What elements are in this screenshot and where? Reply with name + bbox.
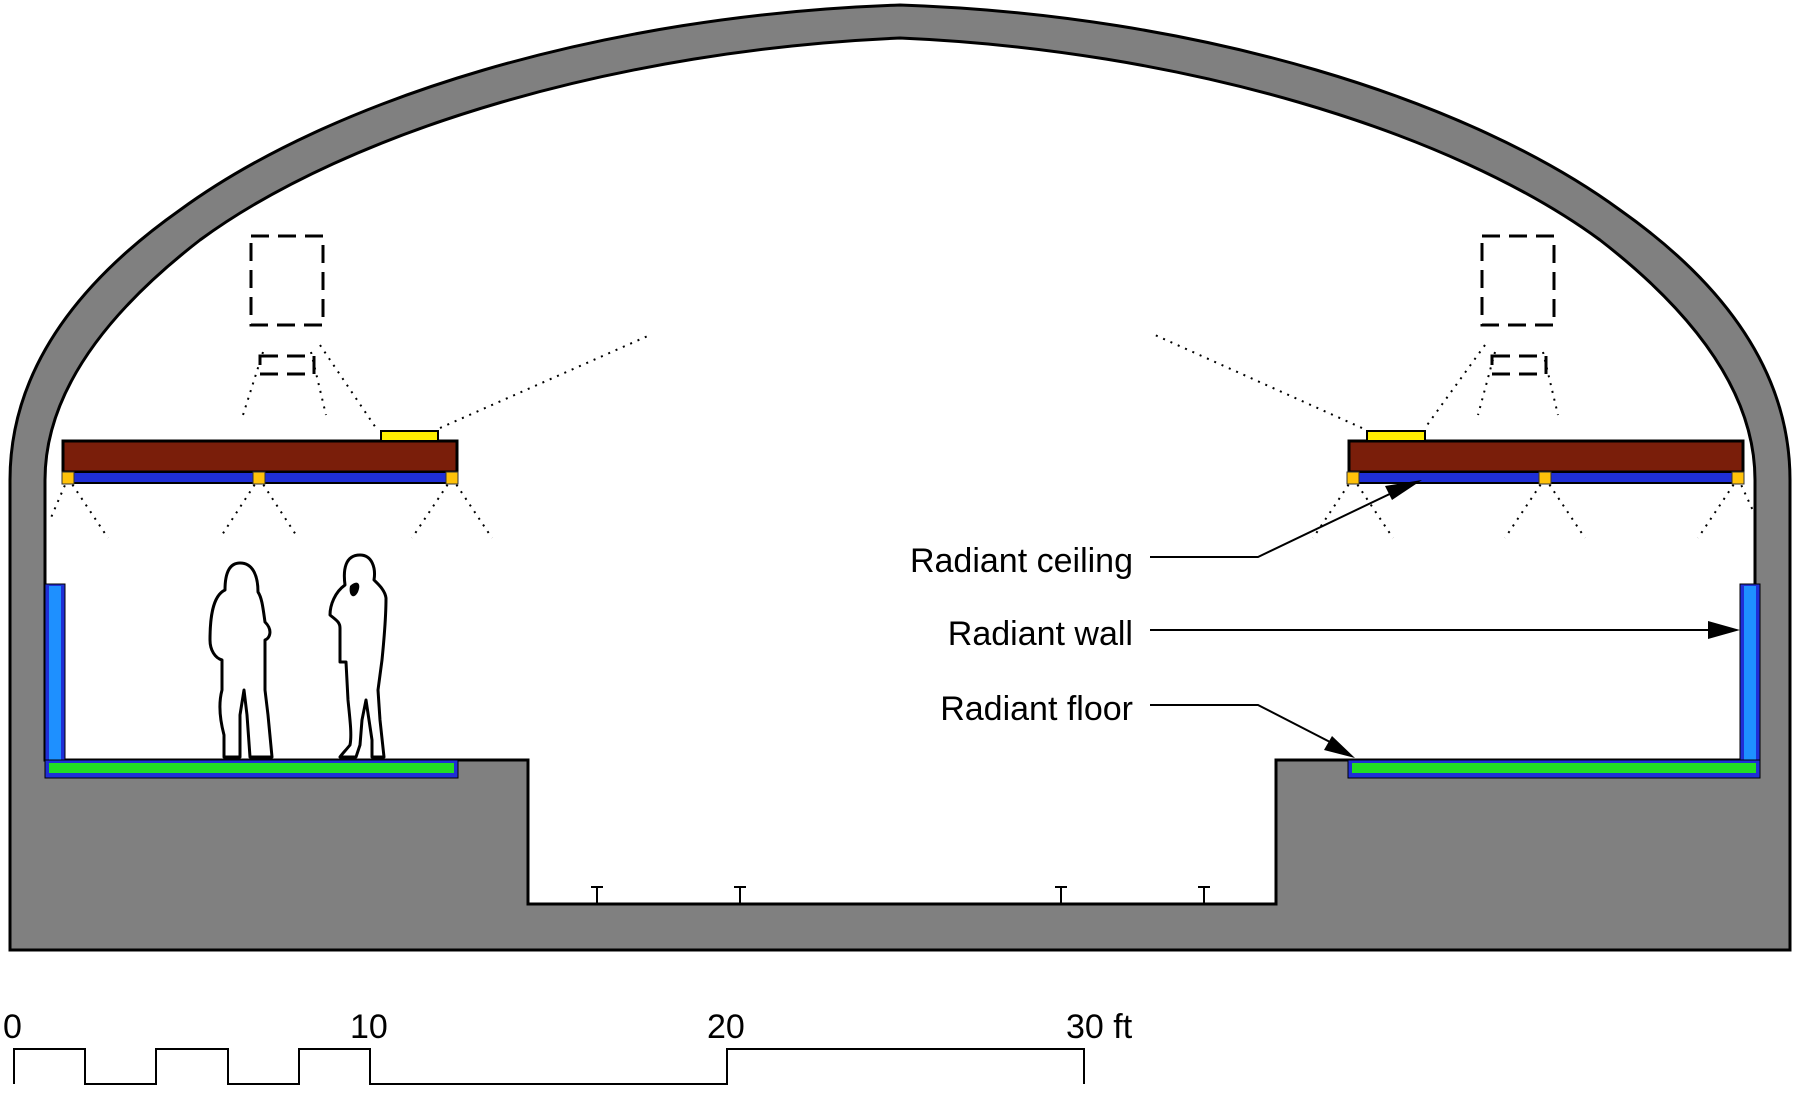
- label-radiant-ceiling: Radiant ceiling: [910, 542, 1133, 580]
- equipment-outline-left-large: [249, 234, 325, 327]
- arrowhead-floor: [1324, 736, 1355, 758]
- radiant-wall-right: [1739, 583, 1761, 763]
- radiant-floor-right: [1347, 759, 1761, 779]
- ceiling-slab-left-body: [61, 439, 459, 474]
- scale-tick-20: 20: [707, 1008, 745, 1046]
- scale-bar-line: [13, 1048, 1085, 1085]
- radiant-floor-left: [44, 759, 459, 779]
- label-radiant-wall: Radiant wall: [948, 615, 1133, 653]
- clearance-lines: [49, 334, 1756, 539]
- callout-line-ceiling: [1150, 489, 1399, 558]
- ceiling-slab-left: [61, 430, 459, 485]
- light-fixture-right: [1366, 430, 1426, 442]
- node-right-1: [1346, 471, 1360, 485]
- ceiling-slab-right: [1346, 430, 1745, 485]
- rail-4: [1198, 886, 1210, 903]
- scale-bar: 0 10 20 30 ft: [3, 1008, 1133, 1085]
- rail-2: [734, 886, 746, 903]
- rails: [591, 886, 1210, 903]
- scale-tick-0: 0: [3, 1008, 22, 1046]
- tunnel-concrete-shell: [8, 3, 1792, 952]
- light-fixture-left: [380, 430, 439, 442]
- node-right-2: [1538, 471, 1552, 485]
- node-left-1: [61, 471, 75, 485]
- equipment-outline-right-large: [1480, 234, 1556, 327]
- person-silhouettes: [208, 553, 388, 759]
- equipment-outline-left-small: [258, 354, 316, 376]
- callouts: [1150, 480, 1740, 758]
- rail-3: [1055, 886, 1067, 903]
- node-left-2: [252, 471, 266, 485]
- label-radiant-floor: Radiant floor: [940, 690, 1133, 728]
- arrowhead-wall: [1708, 621, 1740, 639]
- equipment-outline-right-small: [1490, 354, 1548, 376]
- rail-1: [591, 886, 603, 903]
- callout-line-floor: [1150, 704, 1331, 743]
- ceiling-slab-right-body: [1347, 439, 1745, 474]
- person-silhouette-2: [328, 553, 388, 759]
- person-2-hand: [349, 582, 360, 597]
- scale-tick-30: 30 ft: [1066, 1008, 1133, 1046]
- node-left-3: [445, 471, 459, 485]
- person-silhouette-1: [208, 561, 274, 759]
- arrowhead-ceiling: [1385, 480, 1422, 500]
- node-right-3: [1731, 471, 1745, 485]
- radiant-wall-left: [44, 583, 66, 763]
- scale-tick-10: 10: [350, 1008, 388, 1046]
